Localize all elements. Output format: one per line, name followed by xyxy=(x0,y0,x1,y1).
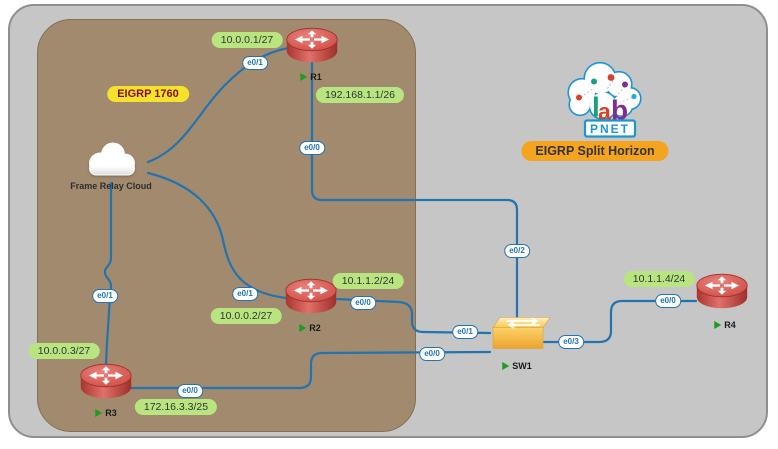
eigrp-as-badge: EIGRP 1760 xyxy=(107,86,189,102)
ip-label-r4-lan: 10.1.1.4/24 xyxy=(623,271,695,287)
router-icon xyxy=(80,364,132,400)
node-running-icon xyxy=(299,324,307,332)
node-label-r2: R2 xyxy=(299,323,321,333)
node-name: R3 xyxy=(105,408,117,418)
node-name: R1 xyxy=(310,72,322,82)
logo-letter-b: b xyxy=(611,95,628,126)
if-label-r2-e0-0: e0/0 xyxy=(350,296,376,310)
if-label-r3-e0-1: e0/1 xyxy=(92,289,118,303)
node-r4[interactable] xyxy=(696,274,748,315)
router-icon xyxy=(696,274,748,310)
pnet-logo-cloud-icon: l a b PNET xyxy=(567,61,642,138)
if-label-sw1-e0-3: e0/3 xyxy=(558,335,584,349)
router-icon xyxy=(285,279,337,315)
router-icon xyxy=(286,28,338,64)
node-label-r1: R1 xyxy=(300,72,322,82)
node-running-icon xyxy=(300,73,308,81)
if-label-r1-e0-1: e0/1 xyxy=(242,56,268,70)
logo-letter-l: l xyxy=(592,92,600,123)
if-label-r4-e0-0: e0/0 xyxy=(655,294,681,308)
ip-label-r3-wan: 10.0.0.3/27 xyxy=(28,343,100,359)
if-label-sw1-e0-0: e0/0 xyxy=(419,347,445,361)
ip-label-r2-lan: 10.1.1.2/24 xyxy=(332,273,404,289)
node-running-icon xyxy=(714,321,722,329)
logo-pnet-text: PNET xyxy=(590,122,630,136)
ip-label-r1-wan: 10.0.0.1/27 xyxy=(211,32,283,48)
node-name: R4 xyxy=(724,320,736,330)
node-label-r4: R4 xyxy=(714,320,736,330)
node-r1[interactable] xyxy=(286,28,338,69)
if-label-r1-e0-0: e0/0 xyxy=(299,141,325,155)
logo-letter-a: a xyxy=(598,99,611,125)
switch-icon xyxy=(487,315,551,353)
cloud-icon xyxy=(82,140,142,182)
diagram-title-badge: EIGRP Split Horizon xyxy=(521,141,669,161)
if-label-sw1-e0-2: e0/2 xyxy=(504,244,530,258)
ip-label-r2-wan: 10.0.0.2/27 xyxy=(210,308,282,324)
pnet-lab-logo: l a b PNET xyxy=(556,59,648,148)
if-label-r3-e0-0: e0/0 xyxy=(177,384,203,398)
node-r2[interactable] xyxy=(285,279,337,320)
cloud-label: Frame Relay Cloud xyxy=(70,181,152,191)
node-label-sw1: SW1 xyxy=(502,361,532,371)
if-label-sw1-e0-1: e0/1 xyxy=(452,325,478,339)
node-label-r3: R3 xyxy=(95,408,117,418)
node-running-icon xyxy=(502,362,510,370)
node-r3[interactable] xyxy=(80,364,132,405)
ip-label-r3-lan: 172.16.3.3/25 xyxy=(134,399,218,415)
node-sw1[interactable] xyxy=(487,315,551,358)
node-running-icon xyxy=(95,409,103,417)
ip-label-r1-lan: 192.168.1.1/26 xyxy=(315,87,405,103)
node-name: SW1 xyxy=(512,361,532,371)
node-frame-relay-cloud[interactable] xyxy=(82,140,142,187)
node-name: R2 xyxy=(309,323,321,333)
if-label-r2-e0-1: e0/1 xyxy=(232,287,258,301)
